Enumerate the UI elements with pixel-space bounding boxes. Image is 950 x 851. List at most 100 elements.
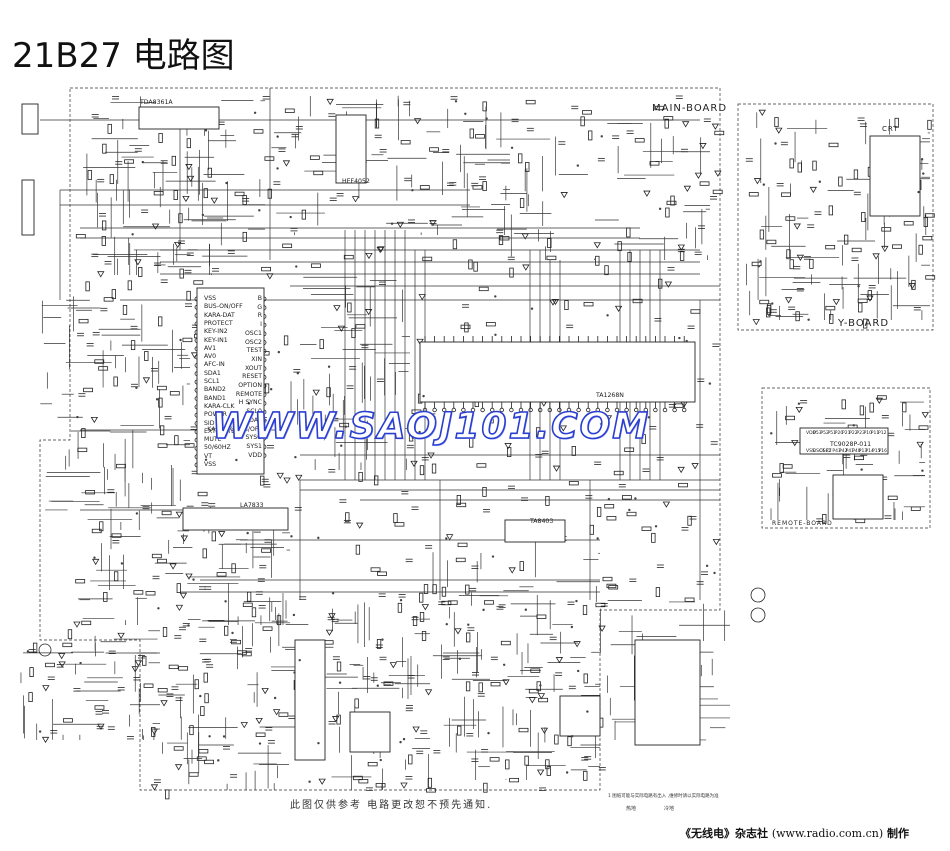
junction-dot	[376, 684, 379, 687]
resistor	[482, 101, 487, 112]
junction-dot	[276, 167, 279, 170]
resistor	[825, 305, 836, 311]
resistor	[207, 167, 212, 178]
junction-dot	[411, 189, 414, 192]
pin-label: AFC-IN	[204, 361, 225, 369]
resistor	[588, 130, 593, 141]
diode	[681, 121, 690, 128]
pin-label: KARA-DAT	[204, 311, 235, 319]
diode	[454, 628, 462, 635]
junction-dot	[920, 158, 924, 161]
diode	[540, 727, 549, 734]
junction-dot	[576, 164, 580, 167]
diode	[331, 716, 340, 723]
notice-text: 此图仅供参考 电路更改恕不预先通知.	[290, 800, 493, 811]
diode	[173, 241, 182, 249]
junction-dot	[757, 265, 761, 268]
junction-dot	[79, 661, 82, 665]
diode	[134, 259, 142, 266]
diode	[599, 423, 608, 430]
resistor	[91, 528, 102, 534]
pin-label: OSC2	[819, 449, 832, 454]
resistor	[262, 626, 273, 631]
pin-label: R	[257, 312, 262, 320]
resistor	[859, 405, 865, 416]
junction-dot	[295, 265, 298, 268]
diode	[91, 558, 100, 566]
resistor	[797, 162, 802, 173]
resistor	[466, 632, 471, 643]
resistor	[111, 533, 122, 538]
resistor	[261, 548, 272, 553]
diode	[240, 722, 248, 729]
pin-label: P41	[845, 449, 855, 454]
pin-label: P20	[834, 431, 844, 436]
diode	[508, 567, 516, 574]
page-title: 21B27 电路图	[12, 36, 235, 76]
resistor	[525, 162, 530, 172]
diode	[775, 127, 783, 134]
diode	[604, 415, 613, 422]
resistor	[854, 455, 865, 461]
resistor	[441, 600, 452, 606]
diode	[328, 613, 336, 620]
pin-label: KEY-IN1	[204, 336, 228, 344]
ic701-body	[138, 106, 220, 130]
pin-label: SYSO	[245, 434, 262, 442]
pin-label: P52	[820, 431, 829, 436]
resistor	[426, 788, 436, 793]
resistor	[812, 160, 817, 171]
pin-label: RESET	[242, 373, 262, 381]
pin-label: OPTION	[238, 382, 262, 389]
resistor	[606, 516, 617, 521]
diode	[117, 632, 125, 640]
resistor	[843, 234, 849, 245]
resistor	[162, 627, 168, 637]
resistor	[774, 117, 779, 127]
junction-dot	[487, 731, 490, 735]
resistor	[85, 281, 90, 292]
resistor	[374, 475, 379, 486]
remote-board-outline	[761, 387, 931, 529]
junction-dot	[217, 759, 220, 762]
resistor	[419, 185, 430, 190]
resistor	[464, 322, 469, 333]
resistor	[202, 548, 207, 559]
resistor	[881, 227, 892, 232]
resistor	[789, 158, 794, 169]
resistor	[664, 118, 669, 129]
resistor	[184, 443, 195, 448]
resistor	[242, 231, 247, 242]
resistor	[144, 351, 149, 361]
junction-dot	[141, 160, 145, 164]
junction-dot	[276, 621, 279, 624]
diode	[276, 472, 284, 480]
resistor	[101, 236, 106, 246]
pin-label: G	[257, 303, 262, 311]
resistor	[583, 770, 588, 781]
resistor	[528, 689, 539, 694]
diode	[42, 685, 50, 692]
resistor	[606, 583, 617, 589]
resistor	[857, 298, 868, 303]
resistor	[658, 278, 663, 289]
diode	[210, 197, 219, 204]
diode	[691, 463, 699, 470]
pin-label: P43	[832, 449, 841, 454]
resistor	[345, 512, 350, 523]
resistor	[678, 482, 688, 488]
resistor	[825, 244, 836, 250]
resistor	[654, 105, 665, 111]
resistor	[465, 681, 471, 692]
resistor	[627, 252, 632, 262]
resistor	[489, 757, 500, 762]
ic201-body	[335, 114, 367, 184]
resistor	[283, 335, 289, 346]
junction-dot	[225, 181, 228, 185]
resistor	[876, 395, 887, 400]
resistor	[319, 339, 324, 350]
resistor	[684, 597, 695, 602]
power-connector	[21, 103, 39, 135]
junction-dot	[296, 372, 300, 375]
